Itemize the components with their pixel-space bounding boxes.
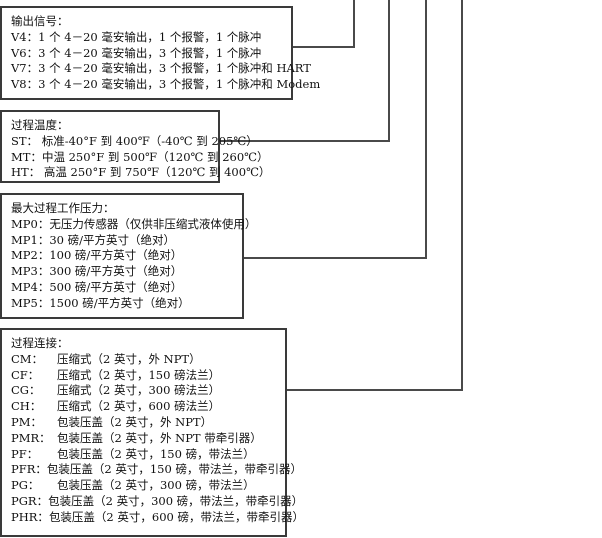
item-desc: 包装压盖（2 英寸，150 磅，带法兰） bbox=[57, 446, 255, 461]
list-item: V4：1 个 4－20 毫安输出，1 个报警，1 个脉冲 bbox=[11, 29, 262, 44]
connector-line bbox=[461, 0, 463, 391]
item-code: PM： bbox=[11, 414, 43, 429]
connector-line bbox=[353, 0, 355, 48]
list-item: CM： 压缩式（2 英寸，外 NPT） bbox=[11, 352, 285, 368]
item-desc: 包装压盖（2 英寸，外 NPT 带牵引器） bbox=[57, 430, 262, 445]
item-code: PG： bbox=[11, 478, 40, 493]
connector-line bbox=[219, 140, 390, 142]
max-pressure-box: 最大过程工作压力： MP0：无压力传感器（仅供非压缩式液体使用） MP1：30 … bbox=[0, 193, 257, 319]
item-desc: 包装压盖（2 英寸，600 磅，带法兰，带牵引器） bbox=[48, 509, 305, 524]
item-desc: 包装压盖（2 英寸，150 磅，带法兰，带牵引器） bbox=[46, 462, 302, 477]
connector-line bbox=[243, 257, 427, 259]
connector-line bbox=[425, 0, 427, 259]
item-code: PMR： bbox=[11, 430, 51, 445]
item-code: PHR： bbox=[11, 509, 49, 524]
list-item: PF： 包装压盖（2 英寸，150 磅，带法兰） bbox=[11, 447, 285, 463]
list-item: CG： 压缩式（2 英寸，300 磅法兰） bbox=[11, 383, 285, 399]
process-connection-box: 过程连接： CM： 压缩式（2 英寸，外 NPT） CF： 压缩式（2 英寸，150… bbox=[0, 328, 304, 537]
section-title: 过程温度： bbox=[11, 118, 69, 132]
section-title: 过程连接： bbox=[11, 336, 69, 350]
list-item: ST： 标准-40°F 到 400℉（-40℃ 到 205℃） bbox=[11, 133, 258, 148]
section-title: 输出信号： bbox=[11, 14, 69, 28]
process-temperature-box: 过程温度： ST： 标准-40°F 到 400℉（-40℃ 到 205℃） MT… bbox=[0, 110, 271, 183]
item-desc: 包装压盖（2 英寸，外 NPT） bbox=[57, 414, 213, 429]
connector-line bbox=[286, 389, 463, 391]
connector-line bbox=[388, 0, 390, 142]
list-item: MP3：300 磅/平方英寸（绝对） bbox=[11, 264, 183, 279]
list-item: V8：3 个 4－20 毫安输出，3 个报警，1 个脉冲和 Modem bbox=[11, 77, 321, 92]
item-code: CH： bbox=[11, 399, 42, 414]
item-desc: 包装压盖（2 英寸，300 磅，带法兰，带牵引器） bbox=[48, 493, 304, 508]
list-item: PGR：包装压盖（2 英寸，300 磅，带法兰，带牵引器） bbox=[11, 493, 303, 510]
list-item: PG： 包装压盖（2 英寸，300 磅，带法兰） bbox=[11, 478, 285, 494]
list-item: PM： 包装压盖（2 英寸，外 NPT） bbox=[11, 415, 285, 431]
item-desc: 压缩式（2 英寸，外 NPT） bbox=[57, 351, 201, 366]
item-desc: 压缩式（2 英寸，600 磅法兰） bbox=[57, 399, 221, 414]
item-desc: 包装压盖（2 英寸，300 磅，带法兰） bbox=[57, 478, 255, 493]
list-item: MP2：100 磅/平方英寸（绝对） bbox=[11, 248, 183, 263]
connector-line bbox=[292, 46, 355, 48]
item-code: PF： bbox=[11, 446, 39, 461]
list-item: PFR：包装压盖（2 英寸，150 磅，带法兰，带牵引器） bbox=[11, 462, 302, 478]
item-code: CF： bbox=[11, 367, 40, 382]
list-item: HT： 高温 250°F 到 750℉（120℃ 到 400℃） bbox=[11, 165, 271, 180]
list-item: V7：3 个 4－20 毫安输出，3 个报警，1 个脉冲和 HART bbox=[11, 61, 311, 76]
list-item: MP5：1500 磅/平方英寸（绝对） bbox=[11, 295, 190, 310]
item-desc: 压缩式（2 英寸，150 磅法兰） bbox=[57, 367, 221, 382]
list-item: MP4：500 磅/平方英寸（绝对） bbox=[11, 279, 183, 294]
item-desc: 压缩式（2 英寸，300 磅法兰） bbox=[57, 383, 221, 398]
output-signal-box: 输出信号： V4：1 个 4－20 毫安输出，1 个报警，1 个脉冲 V6：3 … bbox=[0, 6, 321, 100]
list-item: MP1：30 磅/平方英寸（绝对） bbox=[11, 232, 175, 247]
list-item: PMR： 包装压盖（2 英寸，外 NPT 带牵引器） bbox=[11, 431, 285, 447]
list-item: CF： 压缩式（2 英寸，150 磅法兰） bbox=[11, 368, 285, 384]
item-code: PFR： bbox=[11, 462, 47, 477]
list-item: CH： 压缩式（2 英寸，600 磅法兰） bbox=[11, 399, 285, 415]
list-item: MT：中温 250°F 到 500℉（120℃ 到 260℃） bbox=[11, 149, 269, 164]
list-item: V6：3 个 4－20 毫安输出，3 个报警，1 个脉冲 bbox=[11, 45, 262, 60]
item-code: CG： bbox=[11, 383, 41, 398]
list-item: PHR：包装压盖（2 英寸，600 磅，带法兰，带牵引器） bbox=[11, 509, 304, 526]
section-title: 最大过程工作压力： bbox=[11, 201, 115, 215]
item-code: CM： bbox=[11, 351, 44, 366]
list-item: MP0：无压力传感器（仅供非压缩式液体使用） bbox=[11, 216, 257, 231]
item-code: PGR： bbox=[11, 493, 49, 508]
